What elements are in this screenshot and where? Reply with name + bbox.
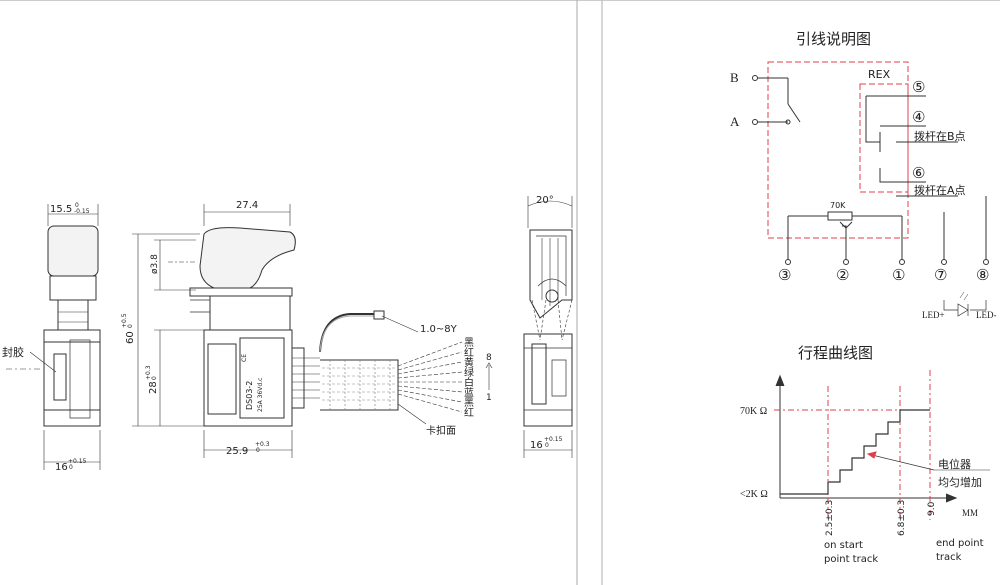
wiring-diagram	[752, 61, 989, 317]
wire-gauge-label: 1.0~8Y	[420, 324, 458, 335]
terminal-3-label: ③	[778, 266, 791, 284]
front-view	[6, 204, 101, 470]
start-track-2: point track	[824, 554, 878, 565]
terminal-4-label: ④	[912, 108, 925, 126]
y-low-label: <2K Ω	[740, 489, 768, 500]
y-high-label: 70K Ω	[740, 406, 767, 417]
travel-title: 行程曲线图	[798, 344, 873, 362]
wire-color-label: 黑	[464, 337, 474, 349]
dim-60-tol2: 0	[127, 324, 134, 328]
clip-face-label: 卡扣面	[426, 424, 456, 437]
terminal-6-label: ⑥	[912, 164, 925, 182]
led-plus-label: LED+	[922, 310, 945, 320]
x-unit-label: MM	[962, 508, 978, 518]
switch-model-text: DS03-2	[245, 381, 254, 410]
x-tick-9-0: 9.0	[927, 501, 937, 516]
terminal-a-label: A	[730, 114, 740, 129]
start-track-1: on start	[824, 540, 863, 551]
switch-rating-text: 25A 36Vd.c	[257, 378, 264, 412]
dim-15-5-tol2: -0.15	[74, 208, 90, 215]
dim-25-9: 25.9	[226, 446, 248, 457]
dim-15-5: 15.5	[50, 204, 72, 215]
dim-16-front: 16	[55, 462, 68, 473]
dim-25-9-tol2: 0	[256, 447, 260, 454]
wire-order-arrow	[485, 362, 493, 390]
dim-diameter-3-8: ø3.8	[150, 254, 160, 274]
terminal-8-label: ⑧	[976, 266, 989, 284]
terminal-b-label: B	[730, 70, 739, 85]
led-minus-label: LED-	[976, 310, 997, 320]
wire-color-label: 黑	[464, 397, 474, 409]
end-track-2: track	[936, 552, 962, 563]
dim-60: 60	[125, 331, 136, 344]
dim-27-4: 27.4	[236, 200, 258, 211]
wire-color-label: 蓝	[464, 387, 474, 399]
dim-25-9-tol: +0.3	[255, 441, 270, 448]
wire-color-label: 红	[464, 406, 474, 419]
dim-angle: 20°	[536, 195, 554, 206]
dim-16-end-tol2: 0	[545, 442, 549, 449]
end-track-1: end point	[936, 538, 984, 549]
x-tick-6-8: 6.8±0.3	[897, 500, 907, 536]
terminal-2-label: ②	[836, 266, 849, 284]
dim-16-front-tol2: 0	[69, 464, 73, 471]
wire-color-label: 绿	[464, 366, 474, 379]
dim-60-tol: +0.5	[121, 313, 128, 328]
wire-color-label: 黄	[464, 356, 474, 369]
wire-color-label: 白	[464, 376, 474, 389]
rex-label: REX	[868, 68, 891, 81]
terminal-5-label: ⑤	[912, 78, 925, 96]
travel-chart	[774, 370, 990, 520]
dim-28-tol: +0.3	[145, 365, 152, 380]
wire-number-1: 1	[486, 393, 492, 403]
dim-28-tol2: 0	[151, 376, 158, 380]
dim-16-end: 16	[530, 440, 543, 451]
terminal-7-label: ⑦	[934, 266, 947, 284]
dim-15-5-tol: 0	[75, 202, 79, 209]
pot-note-2: 均匀增加	[938, 475, 982, 489]
wire-color-label: 红	[464, 346, 474, 359]
resistance-curve	[780, 409, 930, 495]
end-view	[523, 196, 573, 458]
pot-70k-label: 70K	[830, 201, 846, 210]
wire-number-8: 8	[486, 353, 492, 363]
terminal-1-label: ①	[892, 266, 905, 284]
side-view	[132, 204, 463, 458]
dim-16-front-tol: +0.15	[68, 458, 87, 465]
lever-b-label: 拨杆在B点	[914, 129, 966, 143]
dim-16-end-tol: +0.15	[544, 436, 563, 443]
pot-note-1: 电位器	[938, 457, 971, 471]
lever-a-label: 拨杆在A点	[914, 183, 966, 197]
dim-28: 28	[148, 381, 159, 394]
switch-brand-text: CE	[241, 354, 248, 362]
seal-label: 封胶	[2, 345, 24, 359]
x-tick-2-5: 2.5±0.3	[825, 500, 835, 536]
inner-dashed-box	[859, 83, 909, 193]
wiring-title: 引线说明图	[796, 30, 871, 48]
